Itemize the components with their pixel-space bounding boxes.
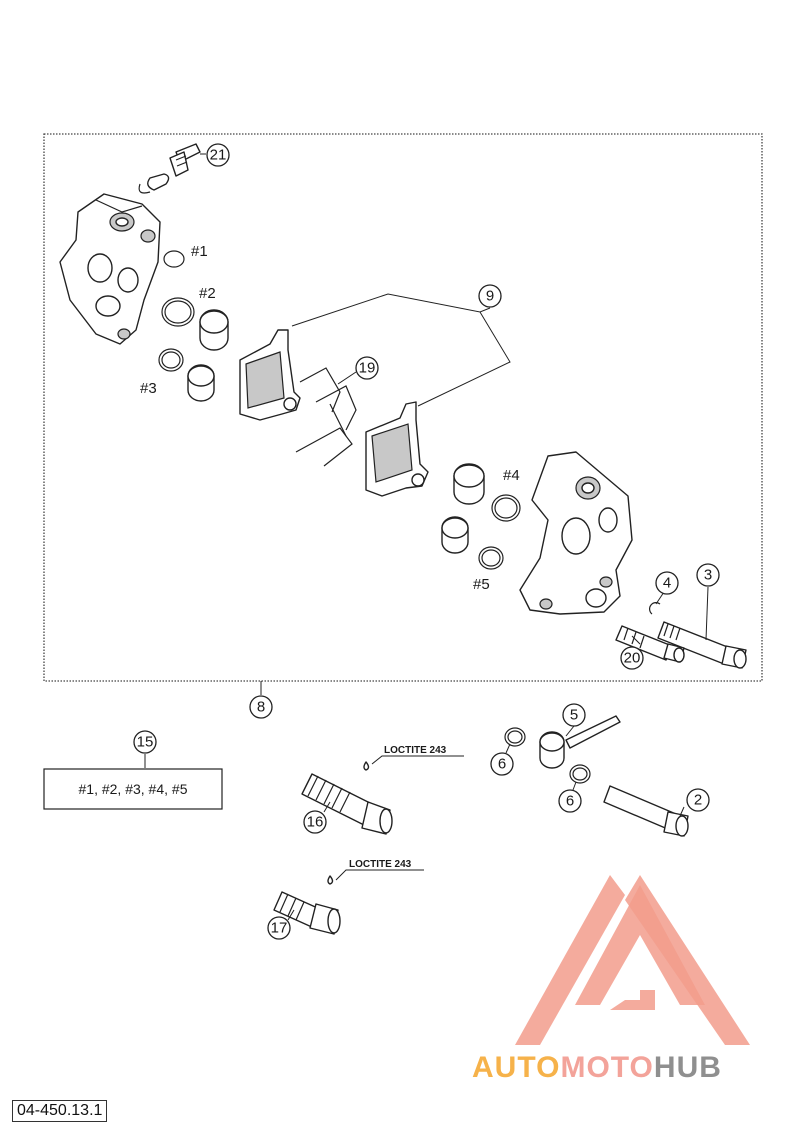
bolt-16	[301, 773, 393, 835]
callout-6-upper: 6	[490, 752, 514, 776]
svg-text:2: 2	[694, 792, 702, 809]
svg-text:6: 6	[566, 793, 574, 810]
seal-ring-5	[478, 546, 504, 570]
svg-text:15: 15	[137, 734, 154, 751]
svg-text:21: 21	[210, 147, 227, 164]
watermark-logo	[515, 875, 750, 1045]
bolt-3	[657, 621, 747, 669]
caliper-assembly-frame	[43, 133, 763, 682]
loctite-drop-b	[327, 875, 334, 885]
brake-pad-right	[365, 401, 429, 497]
bleed-screw	[138, 143, 201, 194]
callout-4: 4	[655, 571, 679, 595]
caliper-half-left	[59, 193, 161, 345]
svg-text:8: 8	[257, 699, 265, 716]
svg-text:4: 4	[663, 575, 671, 592]
loctite-note-b: LOCTITE 243	[349, 859, 412, 870]
washer-6-upper	[504, 727, 526, 747]
callout-20: 20	[620, 646, 644, 670]
svg-text:6: 6	[498, 756, 506, 773]
seal-kit-box: #1, #2, #3, #4, #5	[43, 768, 223, 810]
loctite-note-a: LOCTITE 243	[384, 745, 447, 756]
circlip-4	[649, 602, 661, 615]
seal-ring-4	[491, 494, 521, 522]
bolt-17	[273, 891, 341, 935]
leader-lines	[144, 153, 709, 921]
callout-16: 16	[303, 810, 327, 834]
seal-kit-label: #1, #2, #3, #4, #5	[79, 781, 188, 797]
svg-text:20: 20	[624, 650, 641, 667]
callout-21: 21	[206, 143, 230, 167]
callout-17: 17	[267, 916, 291, 940]
callout-9: 9	[478, 284, 502, 308]
watermark-part-1: AUTO	[472, 1051, 560, 1084]
watermark-part-2: MOTO	[560, 1051, 653, 1084]
svg-text:19: 19	[359, 360, 376, 377]
brake-pad-left	[239, 329, 301, 421]
pin-2	[603, 785, 689, 837]
bolt-20	[615, 625, 685, 663]
piston-lower-right	[441, 516, 469, 554]
seal-tag-2: #2	[199, 285, 216, 302]
seal-ring-1	[163, 250, 185, 268]
seal-ring-3	[158, 348, 184, 372]
piston-lower-left	[187, 364, 215, 402]
callout-8: 8	[249, 695, 273, 719]
loctite-drop-a	[363, 761, 370, 771]
piston-upper-right	[453, 463, 485, 505]
washer-6-lower	[569, 764, 591, 784]
svg-text:17: 17	[271, 920, 288, 937]
bushing-5	[539, 715, 621, 769]
seal-tag-5: #5	[473, 576, 490, 593]
pad-spring	[295, 367, 357, 467]
svg-text:16: 16	[307, 814, 324, 831]
caliper-half-right	[519, 451, 633, 615]
seal-tag-4: #4	[503, 467, 520, 484]
callout-15: 15	[133, 730, 157, 754]
piston-upper-left	[199, 309, 229, 351]
callout-2: 2	[686, 788, 710, 812]
callout-5: 5	[562, 703, 586, 727]
watermark-wordmark: AUTOMOTOHUB	[472, 1051, 722, 1084]
svg-text:9: 9	[486, 288, 494, 305]
callout-3: 3	[696, 563, 720, 587]
seal-tag-1: #1	[191, 243, 208, 260]
callout-6-lower: 6	[558, 789, 582, 813]
drawing-number: 04-450.13.1	[12, 1100, 108, 1122]
svg-text:5: 5	[570, 707, 578, 724]
seal-ring-2	[161, 297, 195, 327]
watermark-part-3: HUB	[654, 1051, 722, 1084]
seal-tag-3: #3	[140, 380, 157, 397]
callout-19: 19	[355, 356, 379, 380]
svg-text:3: 3	[704, 567, 712, 584]
